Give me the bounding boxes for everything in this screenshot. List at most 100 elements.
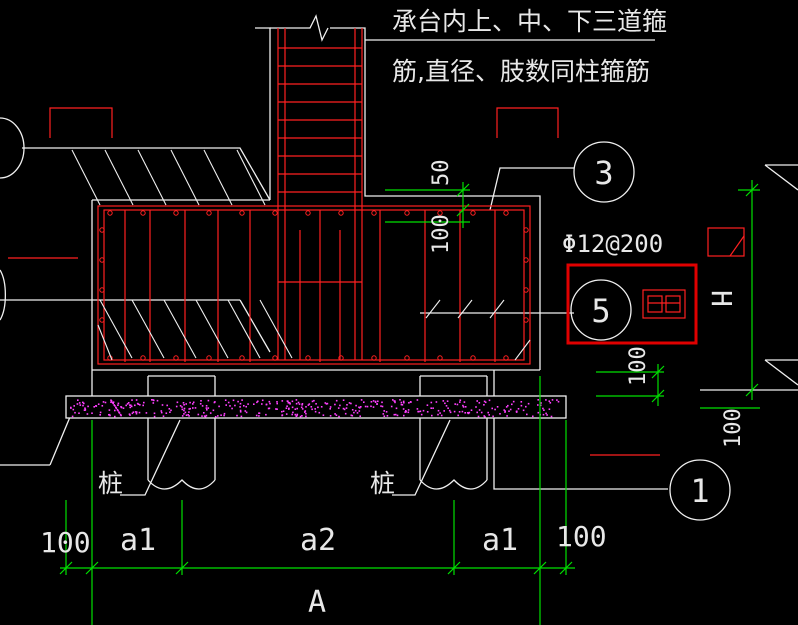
- cushion-dot: [522, 409, 525, 412]
- cushion-dot: [305, 412, 307, 415]
- marker-3-label: 3: [594, 154, 613, 192]
- cushion-dot: [304, 410, 307, 412]
- cushion-dot: [188, 415, 190, 417]
- rebar-dot: [272, 210, 278, 216]
- cushion-dot: [188, 408, 190, 410]
- cushion-dot: [296, 407, 298, 410]
- cushion-dot: [496, 406, 499, 408]
- dim-total: A: [308, 585, 326, 620]
- cushion-dot: [201, 415, 203, 417]
- cushion-dot: [117, 404, 119, 406]
- cushion-dot: [315, 403, 317, 405]
- cushion-dot: [456, 403, 459, 406]
- cushion-dot: [93, 406, 95, 408]
- cushion-dot: [82, 401, 84, 404]
- cushion-dot: [224, 399, 227, 401]
- cushion-dot: [126, 403, 129, 405]
- cushion-dot: [213, 401, 216, 404]
- cushion-dot: [258, 412, 260, 414]
- cushion-dot: [386, 415, 389, 417]
- cushion-dot: [383, 410, 385, 412]
- rebar-dot: [404, 355, 410, 361]
- cushion-dot: [212, 409, 215, 412]
- cushion-dot: [285, 407, 288, 409]
- cushion-dot: [329, 415, 332, 417]
- cushion-dot: [396, 414, 399, 417]
- cushion-dot: [508, 410, 510, 412]
- cushion-dot: [385, 411, 388, 413]
- cushion-dot: [71, 415, 74, 418]
- cushion-dot: [291, 413, 293, 416]
- cushion-dot: [301, 408, 304, 410]
- cushion-dot: [194, 407, 197, 409]
- cushion-dot: [205, 414, 208, 417]
- cushion-dot: [459, 399, 462, 401]
- cushion-dot: [342, 399, 345, 401]
- cushion-dot: [317, 406, 319, 409]
- cushion-dot: [84, 408, 87, 411]
- cushion-dot: [507, 404, 509, 407]
- cushion-dot: [134, 411, 137, 413]
- rebar-dot: [404, 210, 410, 216]
- rebar-dot: [99, 227, 105, 233]
- cushion-dot: [109, 414, 111, 417]
- cushion-dot: [287, 400, 289, 403]
- cushion-dot: [517, 408, 520, 410]
- cushion-dot: [329, 406, 332, 408]
- cushion-dot: [550, 415, 553, 418]
- cushion-dot: [335, 399, 338, 402]
- cushion-dot: [292, 411, 294, 414]
- cushion-dot: [443, 410, 445, 412]
- cushion-dot: [87, 405, 89, 408]
- cushion-dot: [170, 409, 172, 412]
- rebar-dot: [272, 355, 278, 361]
- cushion-dot: [181, 406, 183, 408]
- rebar-layer: [8, 28, 745, 456]
- rebar-dot: [371, 355, 377, 361]
- cushion-dot: [334, 413, 336, 415]
- marker-5-circle: [570, 279, 632, 341]
- cushion-dot: [288, 401, 291, 404]
- cushion-dot: [476, 400, 478, 402]
- rebar-dot: [503, 355, 509, 361]
- cushion-dot: [84, 407, 86, 409]
- cushion-dot: [268, 400, 271, 403]
- cushion-dot: [268, 407, 271, 410]
- cushion-dot: [129, 404, 131, 406]
- cushion-dot: [431, 414, 433, 417]
- cushion-dot: [307, 404, 310, 406]
- hatch-line: [99, 299, 133, 359]
- cushion-dot: [255, 414, 258, 417]
- cushion-dot: [143, 401, 145, 404]
- cushion-dot: [207, 399, 210, 402]
- cushion-dot: [297, 401, 300, 404]
- cushion-dot: [205, 405, 208, 407]
- cushion-dot: [287, 402, 290, 404]
- cushion-dot: [225, 404, 227, 406]
- cushion-dot: [153, 412, 156, 415]
- cushion-dot: [120, 414, 122, 417]
- cushion-dot: [478, 409, 481, 411]
- marker-1-label: 1: [690, 472, 709, 510]
- cushion-dot: [294, 408, 297, 410]
- cushion-dot: [253, 403, 255, 405]
- cushion-dot: [419, 410, 422, 413]
- cushion-dot: [82, 404, 84, 407]
- cushion-dot: [214, 416, 217, 418]
- cushion-dot: [449, 411, 452, 414]
- cushion-dot: [542, 413, 545, 416]
- dim-a1-left: a1: [120, 523, 156, 558]
- cushion-dot: [394, 400, 396, 402]
- cushion-dot: [503, 409, 505, 411]
- cushion-dot: [520, 401, 523, 403]
- rebar-dot: [239, 210, 245, 216]
- cushion-dot: [381, 405, 384, 408]
- cushion-dot: [442, 400, 445, 402]
- cushion-dot: [142, 404, 144, 407]
- hatch-line: [425, 299, 441, 319]
- cushion-dot: [130, 405, 133, 408]
- cushion-dot: [168, 408, 171, 410]
- cushion-dot: [241, 399, 243, 401]
- cushion-dot: [525, 405, 527, 408]
- cushion-dot: [145, 412, 148, 414]
